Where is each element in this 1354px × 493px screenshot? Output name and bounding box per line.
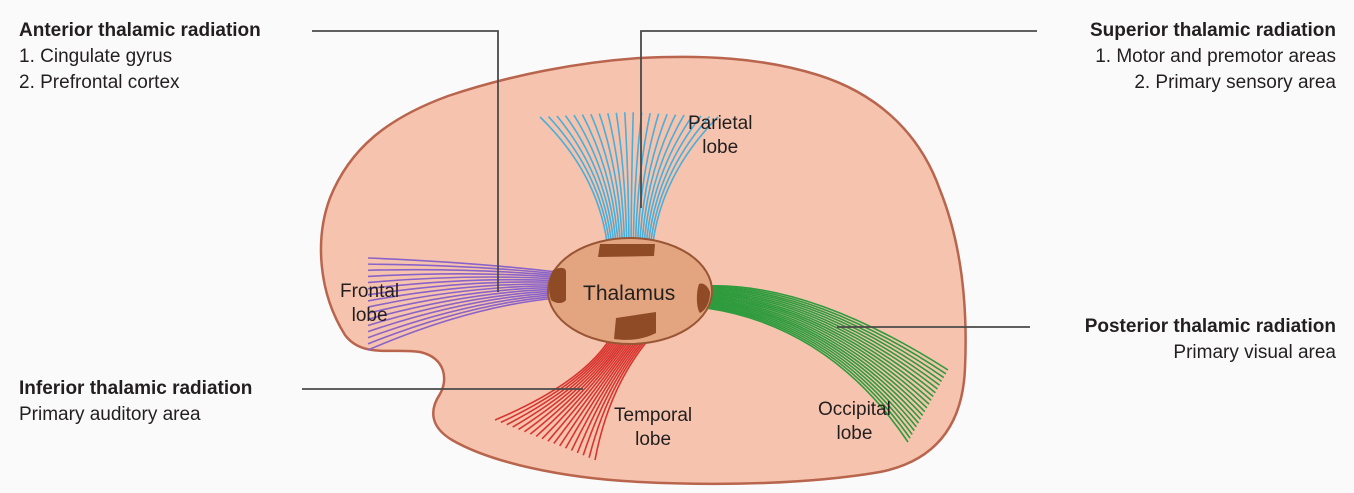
- anterior-fiber: [367, 278, 558, 290]
- superior-fiber: [651, 116, 719, 251]
- anterior-item-2: 2. Prefrontal cortex: [19, 72, 180, 93]
- posterior-fiber: [705, 288, 943, 383]
- nucleus-posterior: [696, 283, 710, 313]
- superior-fiber: [644, 115, 694, 251]
- posterior-fiber: [705, 306, 911, 439]
- thalamus-label: Thalamus: [583, 282, 676, 305]
- nucleus-superior: [598, 244, 655, 257]
- posterior-fiber: [705, 295, 930, 405]
- anterior-title: Anterior thalamic radiation: [19, 20, 261, 41]
- anterior-radiation-fibers: [367, 257, 558, 351]
- leader-anterior: [312, 30, 499, 292]
- posterior-title: Posterior thalamic radiation: [1084, 316, 1336, 337]
- posterior-fiber: [705, 302, 918, 428]
- inferior-title: Inferior thalamic radiation: [19, 378, 253, 399]
- superior-title: Superior thalamic radiation: [1090, 20, 1336, 41]
- superior-fiber: [640, 114, 677, 251]
- posterior-label: Posterior thalamic radiation Primary vis…: [1085, 314, 1336, 366]
- superior-fiber: [590, 113, 622, 251]
- superior-fiber: [564, 115, 616, 251]
- leader-lines: [302, 30, 1037, 390]
- superior-fiber: [598, 113, 624, 251]
- posterior-fiber: [705, 303, 915, 432]
- occipital-lobe-label: Occipital lobe: [818, 398, 891, 446]
- superior-fiber: [615, 112, 628, 251]
- posterior-radiation-fibers: [705, 285, 949, 443]
- posterior-fiber: [705, 294, 932, 401]
- posterior-fiber: [705, 299, 924, 417]
- anterior-fiber: [367, 263, 558, 275]
- posterior-fiber: [705, 285, 949, 371]
- inferior-item-1: Primary auditory area: [19, 404, 201, 425]
- temporal-line-1: Temporal: [614, 405, 693, 426]
- anterior-fiber: [367, 283, 558, 302]
- superior-fiber: [607, 113, 626, 251]
- frontal-lobe-label: Frontal lobe: [340, 280, 399, 328]
- anterior-fiber: [367, 297, 558, 351]
- nucleus-anterior: [548, 267, 566, 303]
- thalamus-shape: [547, 237, 713, 345]
- posterior-item-1: Primary visual area: [1173, 342, 1336, 363]
- occipital-line-1: Occipital: [818, 399, 891, 420]
- anterior-label: Anterior thalamic radiation 1. Cingulate…: [19, 18, 261, 96]
- posterior-fiber: [705, 293, 934, 398]
- parietal-line-1: Parietal: [688, 113, 753, 134]
- superior-item-2: 2. Primary sensory area: [1134, 72, 1336, 93]
- superior-fiber: [634, 113, 651, 251]
- anterior-fiber: [367, 290, 558, 327]
- posterior-fiber: [705, 287, 945, 379]
- anterior-fiber: [367, 293, 558, 339]
- nucleus-inferior: [614, 312, 656, 340]
- leader-superior: [640, 30, 1037, 208]
- superior-fiber: [642, 114, 685, 251]
- anterior-fiber: [367, 257, 558, 273]
- anterior-fiber: [367, 295, 558, 345]
- superior-fiber: [630, 112, 635, 251]
- posterior-fiber: [705, 290, 938, 390]
- superior-fiber: [649, 115, 711, 251]
- posterior-fiber: [705, 296, 928, 409]
- superior-fiber: [636, 113, 660, 251]
- posterior-fiber: [705, 300, 922, 420]
- frontal-line-1: Frontal: [340, 281, 400, 302]
- frontal-line-2: lobe: [351, 305, 388, 326]
- superior-label: Superior thalamic radiation 1. Motor and…: [1090, 18, 1336, 96]
- superior-radiation-fibers: [539, 112, 719, 251]
- superior-fiber: [547, 115, 611, 251]
- anterior-item-1: 1. Cingulate gyrus: [19, 46, 173, 67]
- superior-fiber: [573, 114, 618, 251]
- anterior-fiber: [367, 285, 558, 308]
- anterior-fiber: [367, 276, 558, 284]
- anterior-fiber: [367, 281, 558, 296]
- occipital-line-2: lobe: [836, 423, 873, 444]
- anterior-fiber: [367, 273, 558, 278]
- anterior-fiber: [367, 292, 558, 333]
- posterior-fiber: [705, 286, 947, 375]
- superior-fiber: [581, 114, 620, 251]
- superior-fiber: [623, 112, 630, 251]
- temporal-lobe-label: Temporal lobe: [614, 404, 692, 452]
- parietal-line-2: lobe: [702, 137, 739, 158]
- posterior-fiber: [705, 301, 920, 424]
- superior-fiber: [638, 113, 668, 251]
- temporal-line-2: lobe: [635, 429, 672, 450]
- anterior-fiber: [367, 286, 558, 314]
- posterior-fiber: [705, 292, 936, 394]
- superior-fiber: [556, 115, 613, 251]
- inferior-label: Inferior thalamic radiation Primary audi…: [19, 376, 252, 428]
- superior-item-1: 1. Motor and premotor areas: [1095, 46, 1336, 67]
- superior-fiber: [647, 115, 702, 251]
- posterior-fiber: [705, 297, 926, 413]
- superior-fiber: [539, 116, 609, 251]
- posterior-fiber: [705, 304, 913, 435]
- anterior-fiber: [367, 268, 558, 277]
- posterior-fiber: [705, 289, 941, 386]
- posterior-fiber: [705, 307, 909, 443]
- anterior-fiber: [367, 288, 558, 321]
- parietal-lobe-label: Parietal lobe: [688, 112, 752, 160]
